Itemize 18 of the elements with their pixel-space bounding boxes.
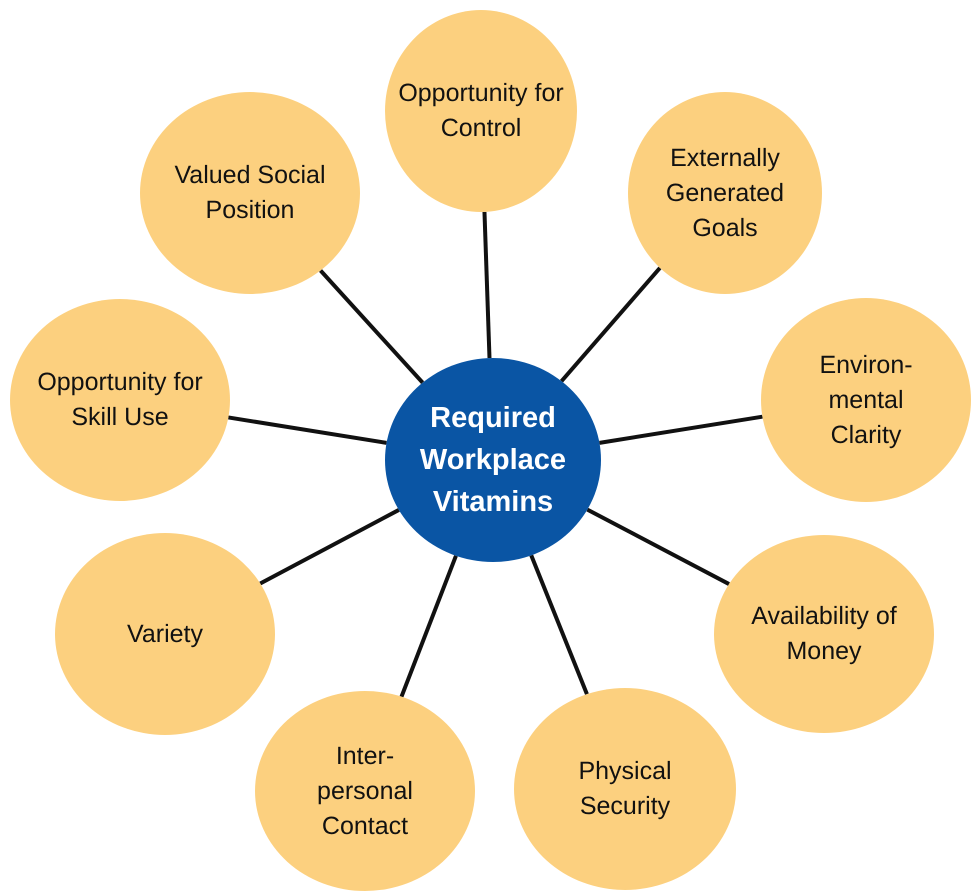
- connector-line: [319, 269, 424, 384]
- connector-line: [400, 555, 458, 698]
- connector-line: [228, 415, 387, 445]
- node-label: Opportunity for Control: [397, 78, 565, 144]
- connector-line: [586, 508, 730, 586]
- node-label: Physical Security: [577, 756, 673, 822]
- node-label: Required Workplace Vitamins: [418, 401, 568, 520]
- node-label: Availability of Money: [750, 601, 898, 667]
- connector-line: [560, 266, 662, 382]
- node-label: Inter- personal Contact: [316, 740, 414, 842]
- node-label: Valued Social Position: [173, 160, 327, 226]
- connector-line: [259, 508, 400, 586]
- node-label: Variety: [126, 618, 204, 650]
- connector-line: [482, 212, 492, 358]
- node-label: Externally Generated Goals: [664, 142, 786, 244]
- node-label: Opportunity for Skill Use: [36, 367, 204, 433]
- connector-line: [599, 414, 763, 445]
- node-label: Environ- mental Clarity: [818, 350, 914, 450]
